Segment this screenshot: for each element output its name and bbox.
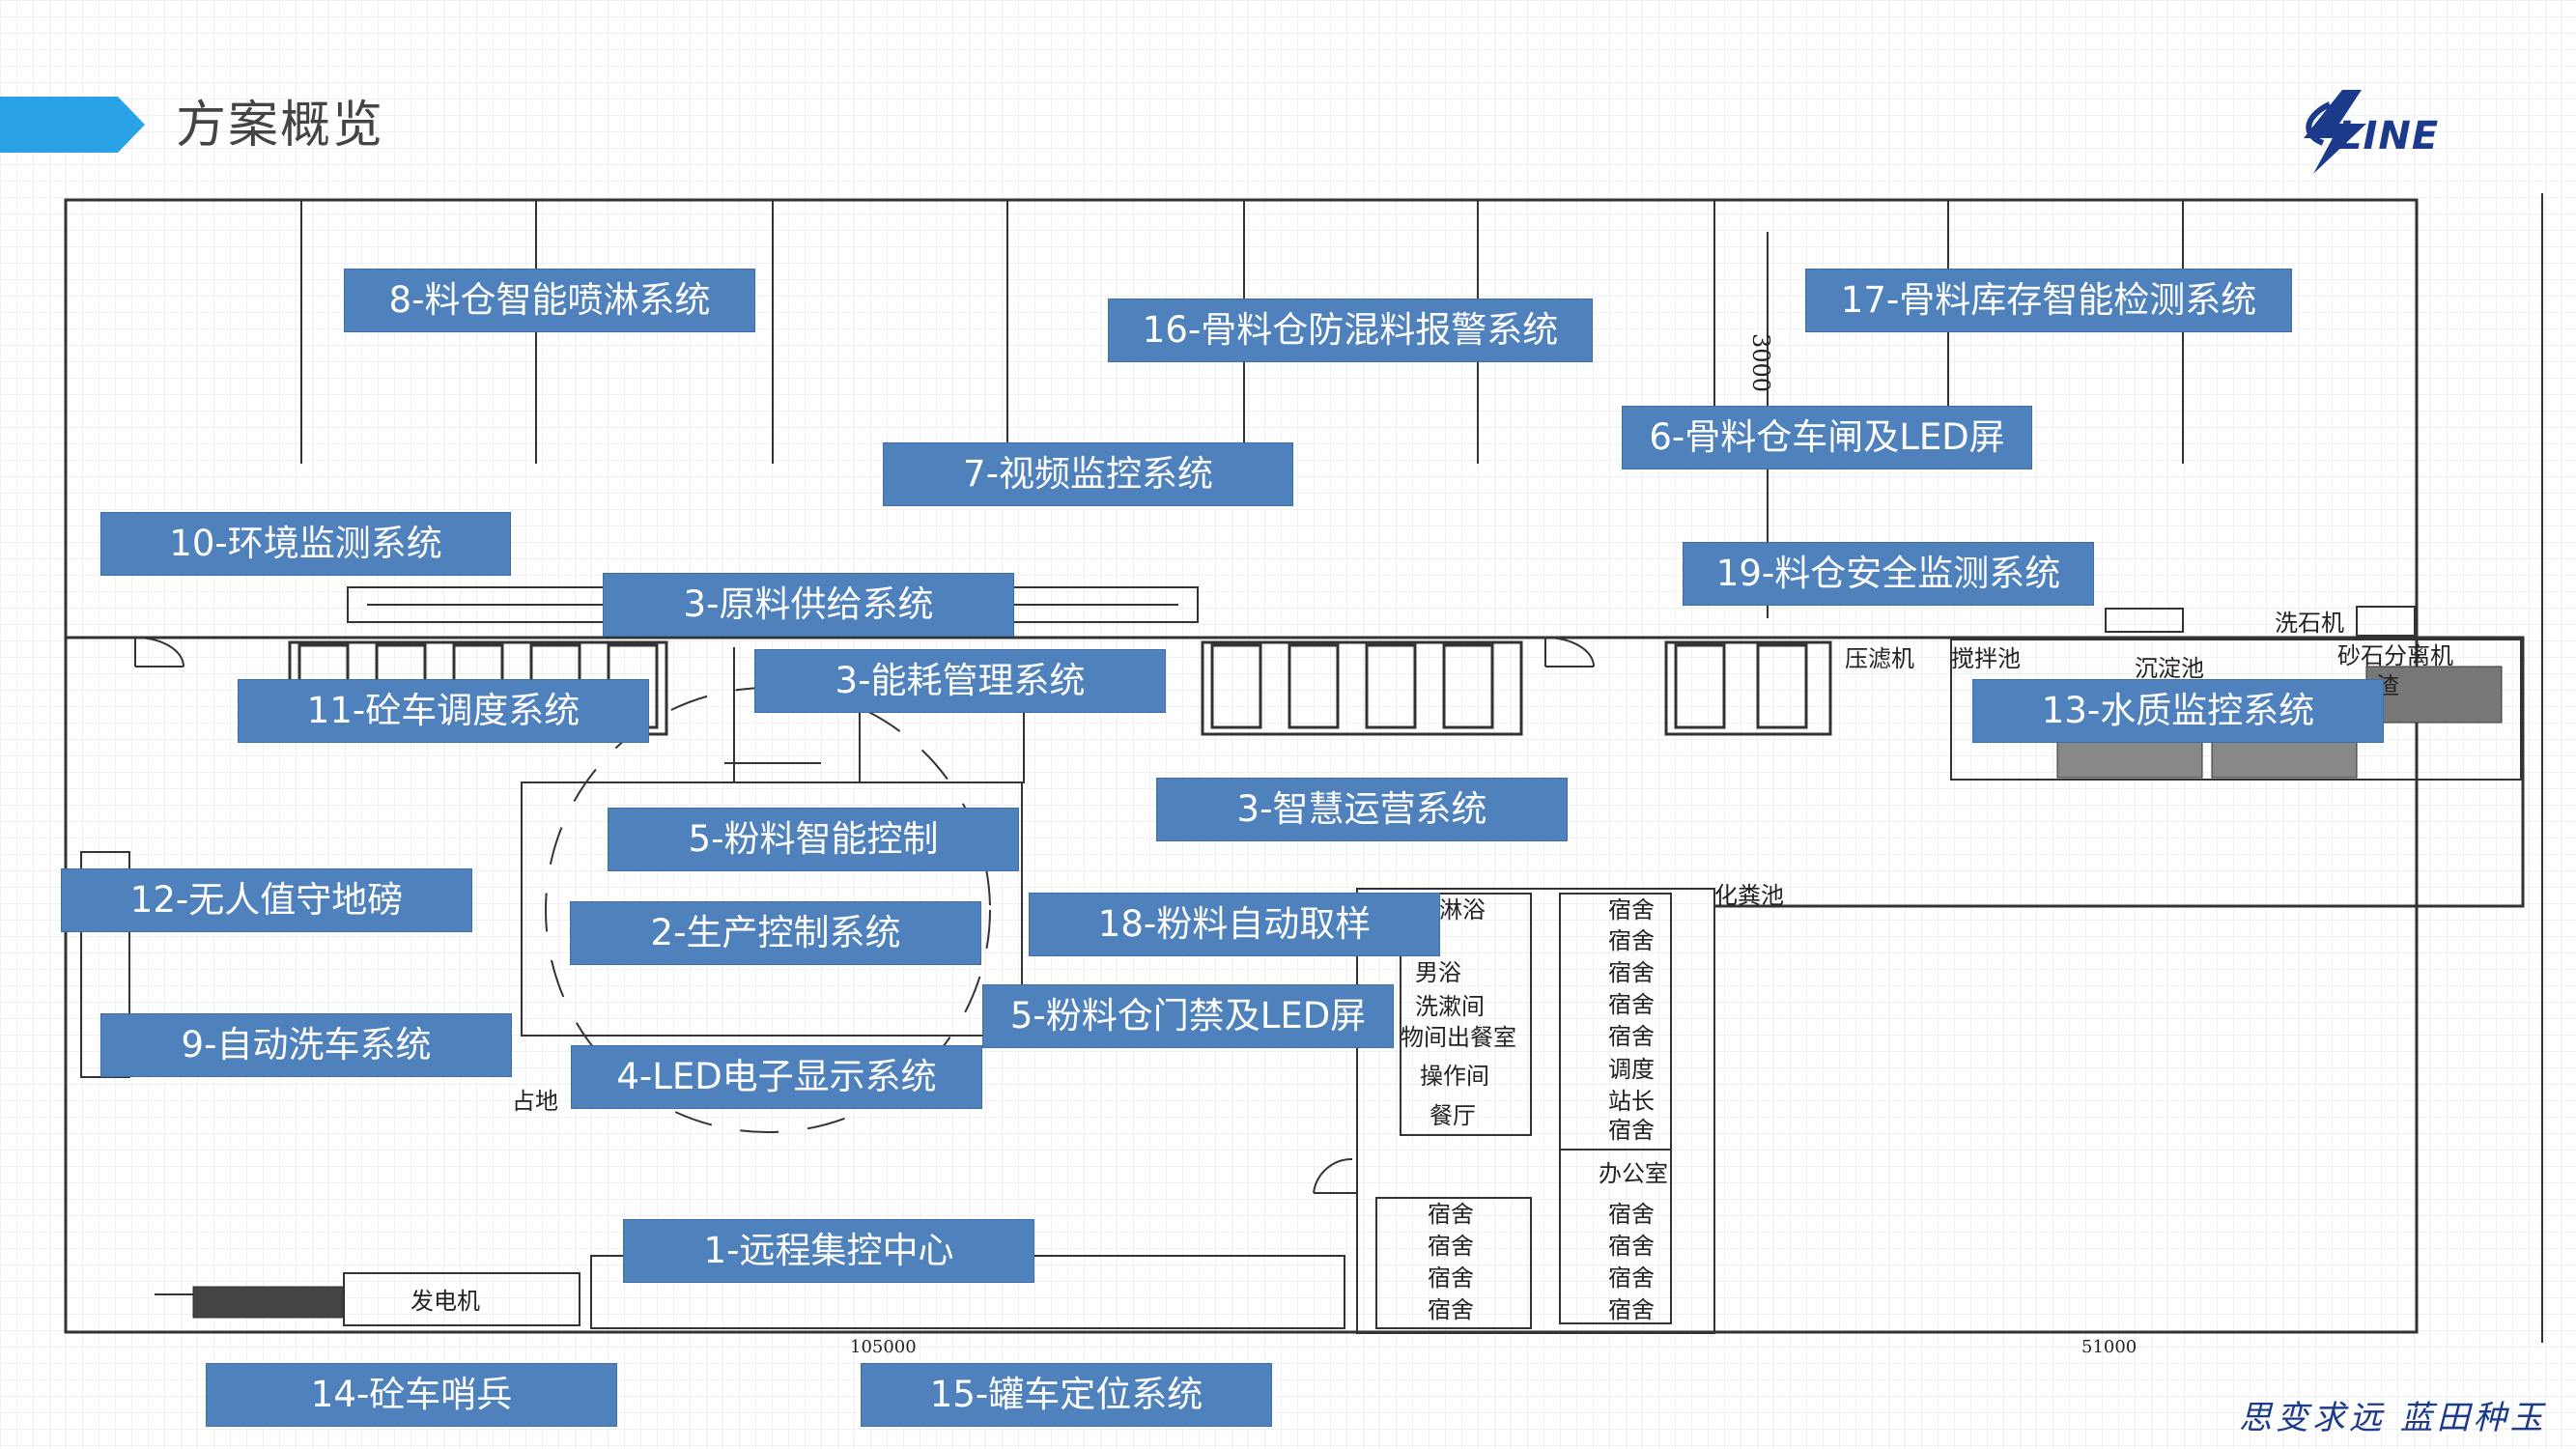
office-block xyxy=(1356,888,1715,1334)
dorm-label-5: 宿舍 xyxy=(1608,1023,1655,1050)
dorm-label-6: 宿舍 xyxy=(1608,1117,1655,1144)
dorm-label-7: 宿舍 xyxy=(1608,1201,1655,1228)
label-11-truck-dispatch: 11-砼车调度系统 xyxy=(239,680,648,742)
septic-label: 化粪池 xyxy=(1714,882,1784,909)
footer-slogan: 思变求远 蓝田种玉 xyxy=(2239,1399,2547,1437)
male-bath-label: 男浴 xyxy=(1415,959,1461,986)
area-label: 占地 xyxy=(512,1088,558,1115)
washer-label: 洗石机 xyxy=(2275,610,2344,637)
dorm-label-8: 宿舍 xyxy=(1608,1233,1655,1260)
label-9-auto-wash: 9-自动洗车系统 xyxy=(101,1014,511,1076)
logo-text: LINE xyxy=(2337,114,2440,158)
label-5-powder-control: 5-粉料智能控制 xyxy=(609,809,1018,870)
generator-room xyxy=(343,1272,580,1326)
site-boundary xyxy=(64,198,2419,1334)
dim-51000-label: 51000 xyxy=(2081,1337,2137,1357)
dorm-label-9: 宿舍 xyxy=(1608,1264,1655,1292)
dorm-label-1: 宿舍 xyxy=(1608,896,1655,923)
weighbridge xyxy=(80,851,130,1078)
sediment-label: 沉淀池 xyxy=(2135,655,2204,682)
bath-label: 淋浴 xyxy=(1439,896,1486,923)
dorm-label-3: 宿舍 xyxy=(1608,959,1655,986)
label-3-raw-material-supply: 3-原料供给系统 xyxy=(604,574,1013,636)
label-1-remote-control-center: 1-远程集控中心 xyxy=(624,1220,1033,1282)
label-18-powder-sampling: 18-粉料自动取样 xyxy=(1030,894,1439,955)
page-title: 方案概览 xyxy=(176,97,385,155)
label-12-weighbridge: 12-无人值守地磅 xyxy=(62,869,471,931)
label-3-smart-operation: 3-智慧运营系统 xyxy=(1157,779,1567,840)
label-2-production-control: 2-生产控制系统 xyxy=(571,902,980,964)
label-4-led-display: 4-LED电子显示系统 xyxy=(572,1046,981,1108)
label-15-truck-positioning: 15-罐车定位系统 xyxy=(862,1364,1271,1426)
stir-pool-label: 搅拌池 xyxy=(1951,645,2021,672)
label-3-energy-management: 3-能耗管理系统 xyxy=(755,650,1165,712)
press-filter-label: 压滤机 xyxy=(1845,645,1914,672)
operation-label: 操作间 xyxy=(1420,1063,1489,1090)
dorm-label-10: 宿舍 xyxy=(1608,1296,1655,1323)
site-annex xyxy=(1714,636,2525,908)
label-10-environment-monitoring: 10-环境监测系统 xyxy=(101,513,510,575)
station-master-label: 站长 xyxy=(1608,1088,1655,1115)
label-14-truck-sentinel: 14-砼车哨兵 xyxy=(207,1364,616,1426)
dorm-label-12: 宿舍 xyxy=(1428,1233,1474,1260)
dispatch-label: 调度 xyxy=(1608,1056,1655,1083)
label-6-gate-led: 6-骨料仓车闸及LED屏 xyxy=(1623,407,2031,469)
wash-plant xyxy=(1950,639,2522,781)
label-17-inventory-detection: 17-骨料库存智能检测系统 xyxy=(1806,270,2291,331)
dorm-label-14: 宿舍 xyxy=(1428,1296,1474,1323)
label-19-safety-monitoring: 19-料仓安全监测系统 xyxy=(1684,543,2093,605)
label-8-spray-system: 8-料仓智能喷淋系统 xyxy=(345,270,754,331)
office-label: 办公室 xyxy=(1599,1160,1668,1187)
header-arrow xyxy=(0,97,145,153)
canteen-label: 餐厅 xyxy=(1430,1102,1476,1129)
label-16-anti-mixing-alarm: 16-骨料仓防混料报警系统 xyxy=(1109,299,1592,361)
company-logo-icon xyxy=(2304,90,2366,174)
dorm-label-11: 宿舍 xyxy=(1428,1201,1474,1228)
dorm-label-13: 宿舍 xyxy=(1428,1264,1474,1292)
dim-3000-label: 3000 xyxy=(1747,333,1774,392)
dorm-label-4: 宿舍 xyxy=(1608,991,1655,1018)
dim-105000-label: 105000 xyxy=(850,1337,917,1357)
separator-label: 砂石分离机 xyxy=(2337,642,2453,669)
label-13-water-quality: 13-水质监控系统 xyxy=(1973,680,2383,742)
generator-label: 发电机 xyxy=(410,1288,480,1315)
mixing-station xyxy=(521,781,1023,1037)
storage-dining-label: 物间出餐室 xyxy=(1401,1024,1516,1051)
label-5-powder-access-led: 5-粉料仓门禁及LED屏 xyxy=(983,985,1393,1047)
label-7-video-monitoring: 7-视频监控系统 xyxy=(884,443,1292,505)
bottom-left-equipment xyxy=(192,1286,344,1319)
dorm-label-2: 宿舍 xyxy=(1608,927,1655,954)
wash-room-label: 洗漱间 xyxy=(1415,993,1485,1020)
